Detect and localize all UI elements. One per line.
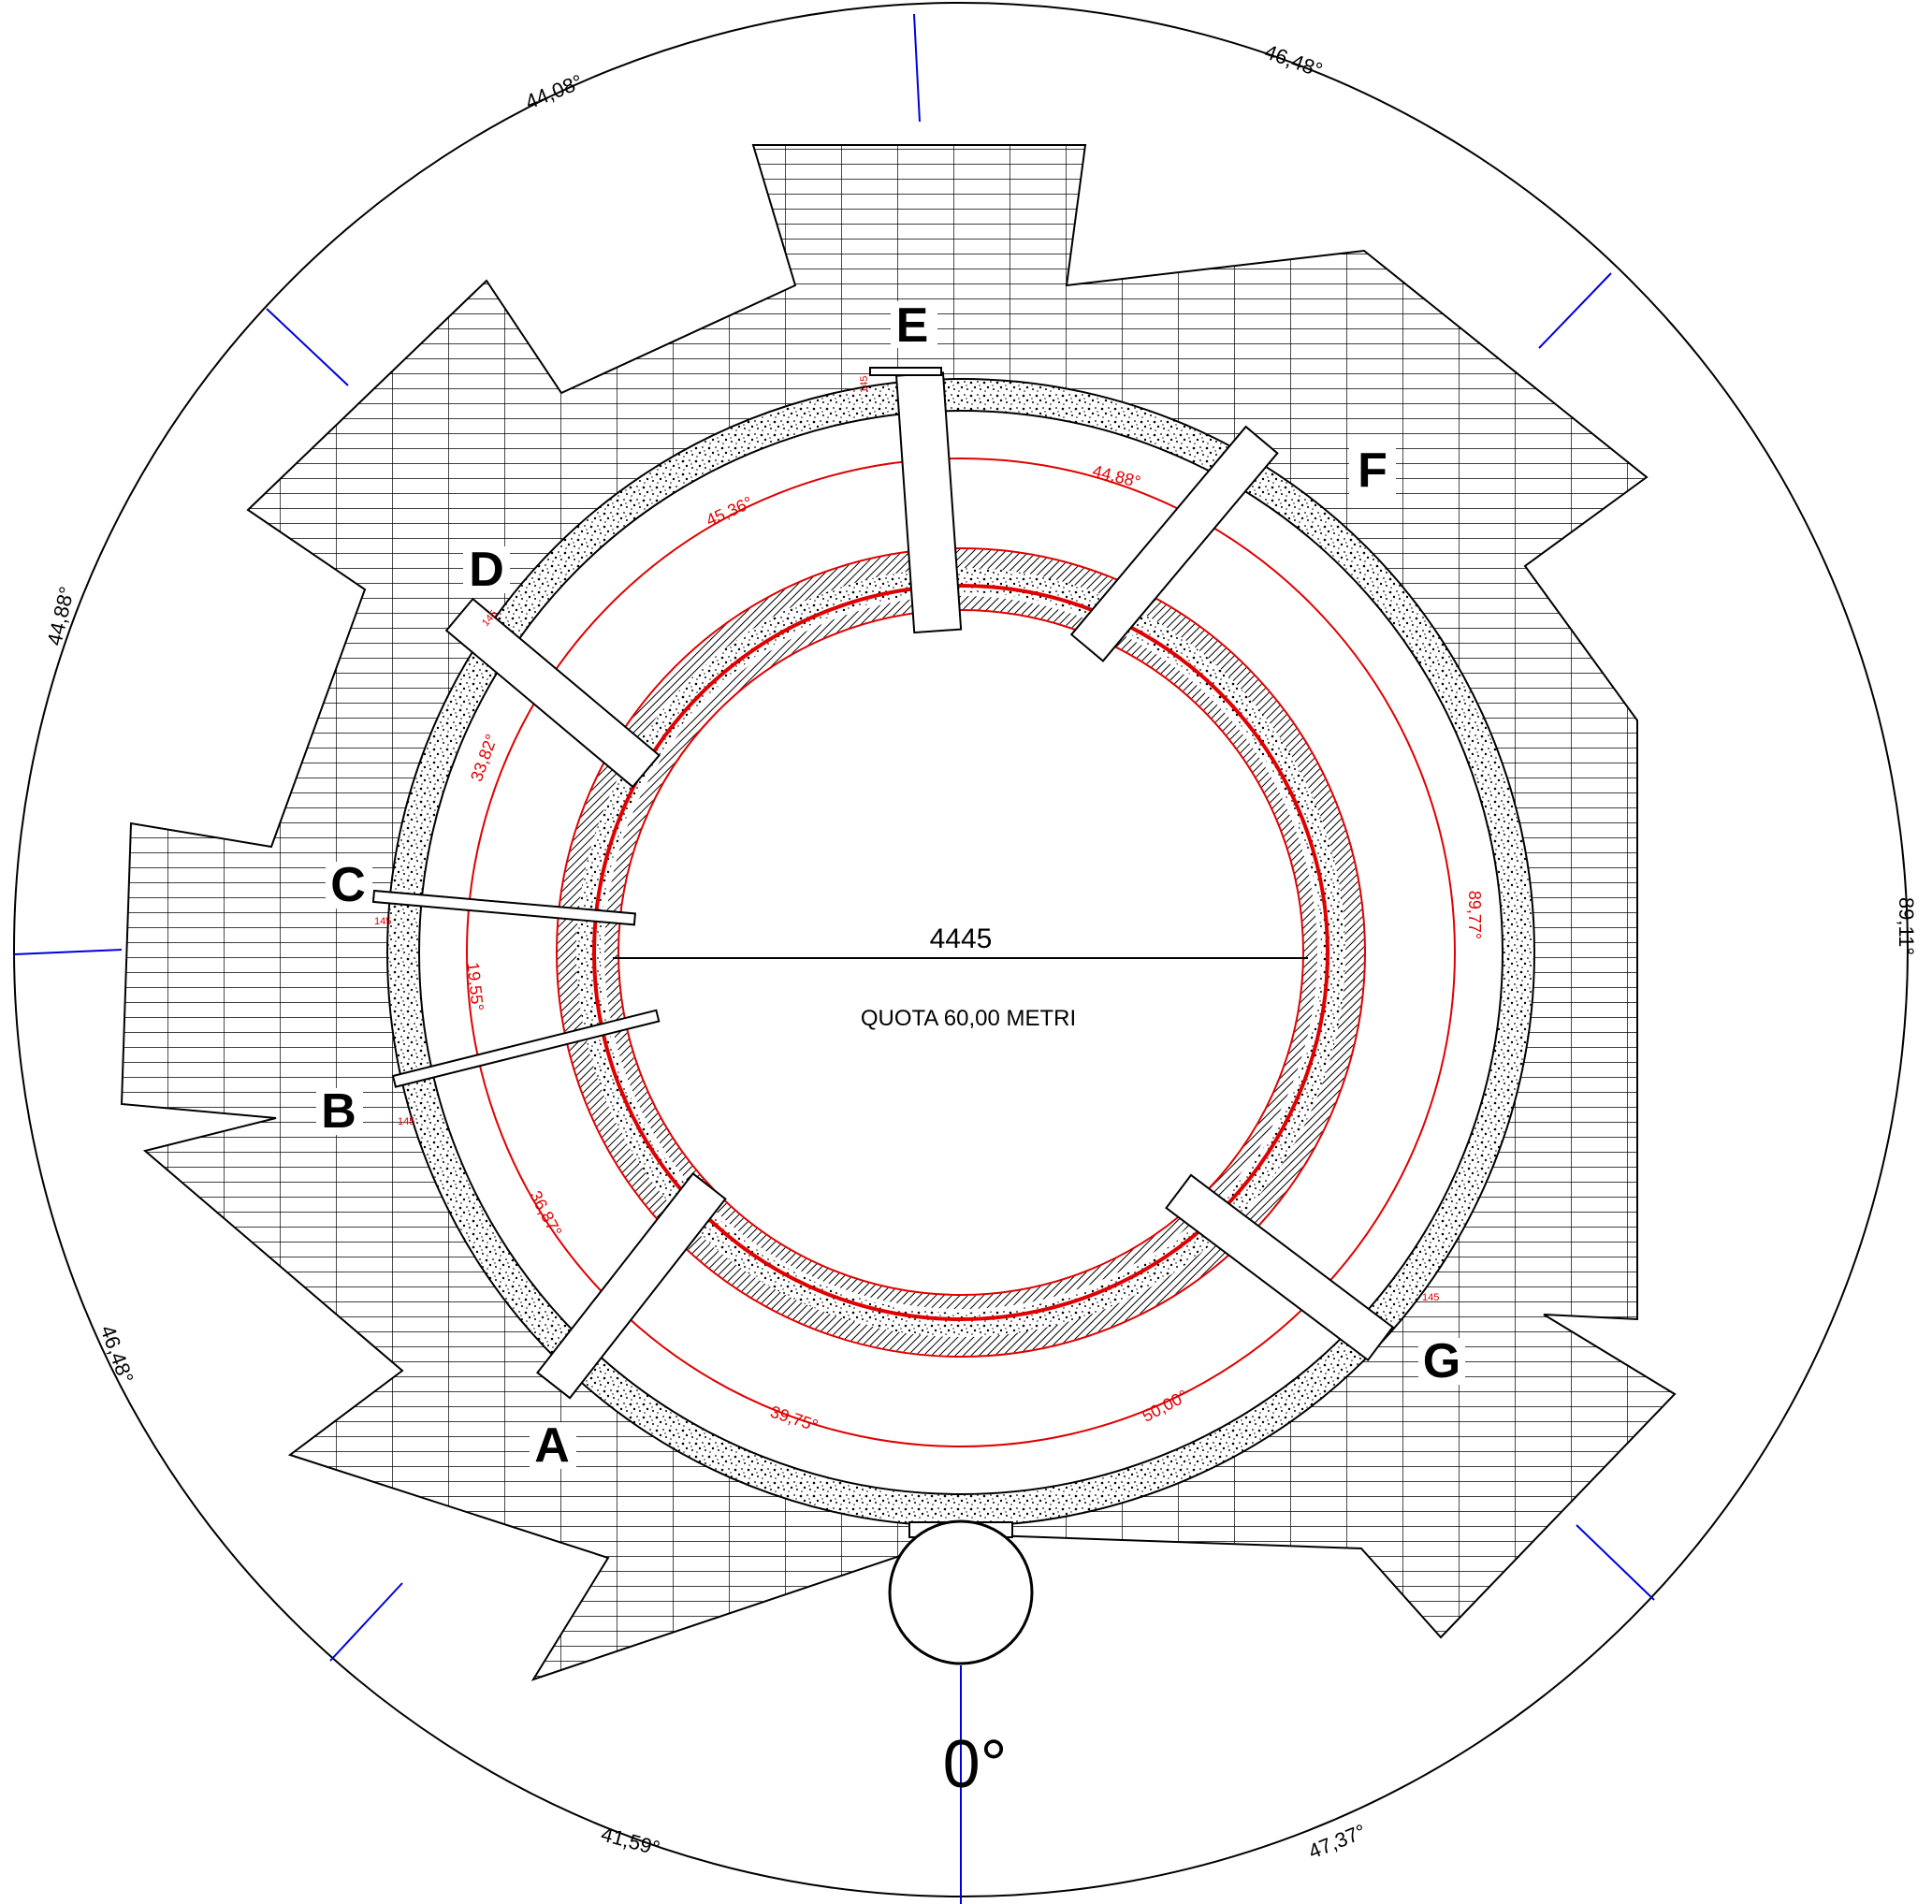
outer-angle-right: 89,11° xyxy=(1895,897,1918,955)
strut-g xyxy=(1165,1173,1395,1361)
strut-b xyxy=(391,1009,661,1088)
inner-hatch-ring-2 xyxy=(604,596,1317,1309)
strut-label-g: G xyxy=(1423,1334,1460,1388)
strut-a xyxy=(536,1171,727,1400)
strut-label-c: C xyxy=(330,858,366,912)
strut-d xyxy=(444,597,661,789)
strut-label-b: B xyxy=(321,1084,356,1139)
label-bg-e xyxy=(891,301,937,348)
inner-angle-3: 89,77° xyxy=(1465,891,1484,939)
blue-axis-markers xyxy=(13,13,1655,1904)
label-bg-g xyxy=(1418,1338,1465,1385)
outer-angle-bottom-right: 47,37° xyxy=(1305,1819,1370,1863)
inner-hatch-ring xyxy=(558,549,1364,1356)
outer-angle-top-right: 46,48° xyxy=(1261,39,1326,81)
strut-label-d: D xyxy=(469,543,504,597)
label-bg-c xyxy=(326,862,372,908)
outer-wall-edge-in xyxy=(418,410,1503,1495)
strut-label-e: E xyxy=(896,298,929,353)
strut-e-flange xyxy=(869,367,942,376)
strut-label-f: F xyxy=(1358,443,1387,498)
strut-label-a: A xyxy=(534,1418,570,1473)
outer-angle-left-upper: 44,88° xyxy=(42,584,79,647)
strut-c xyxy=(371,889,637,926)
label-bg-b xyxy=(316,1088,363,1135)
strut-f xyxy=(1069,425,1279,662)
inner-bore xyxy=(617,609,1304,1296)
outer-wall xyxy=(387,379,1534,1526)
inner-hatch-edge-out xyxy=(556,547,1366,1358)
label-bg-d xyxy=(463,546,510,593)
offset-tag-g: 145 xyxy=(1422,1292,1439,1303)
label-bg-a xyxy=(530,1422,576,1469)
inner-red-ring xyxy=(592,584,1329,1321)
elevation-note: QUOTA 60,00 METRI xyxy=(861,1006,1076,1031)
bottom-opening xyxy=(888,1519,1034,1665)
outer-angle-top-left: 44,08° xyxy=(522,69,587,113)
label-bg-f xyxy=(1349,447,1396,494)
outer-angle-left-lower: 46,48° xyxy=(95,1322,138,1387)
outer-angle-bottom-left: 41,59° xyxy=(599,1822,662,1860)
zero-degree-label: 0° xyxy=(943,1727,1008,1802)
offset-tag-b: 145 xyxy=(398,1116,414,1127)
offset-tag-c: 145 xyxy=(374,916,391,927)
red-reference-circle xyxy=(466,458,1456,1447)
offset-tag-e: 145 xyxy=(859,376,870,393)
diameter-label: 4445 xyxy=(930,923,993,954)
inner-speckle-ring xyxy=(576,568,1345,1337)
